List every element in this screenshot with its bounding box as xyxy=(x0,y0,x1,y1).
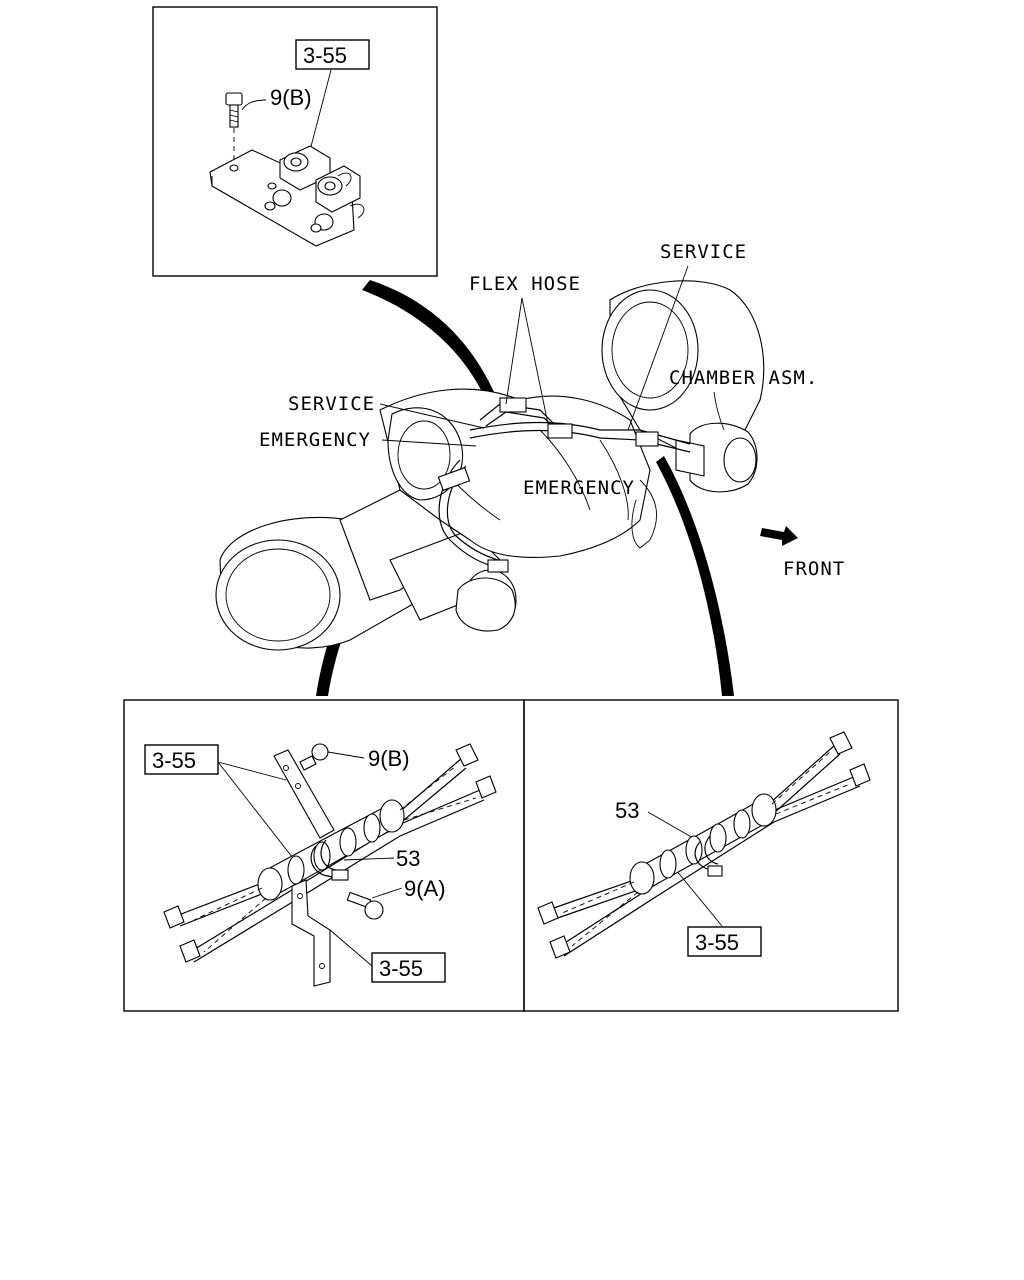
bl-clip-leader xyxy=(343,857,395,861)
inset-br-clip-label: 53 xyxy=(615,798,639,823)
label-emergency-left: EMERGENCY xyxy=(259,429,371,451)
bl-clip-53-icon[interactable] xyxy=(310,839,349,881)
service-left-leader xyxy=(379,403,485,429)
inset-top-ref-label: 3-55 xyxy=(303,43,347,68)
inset-bl-clip-label: 53 xyxy=(396,846,420,871)
bl-lower-bracket-icon[interactable] xyxy=(291,879,331,987)
inset-bl-ref-bottom-box[interactable] xyxy=(371,952,446,983)
bl-hose-assembly-icon[interactable] xyxy=(163,743,497,963)
inset-bottom-right-pointer xyxy=(656,456,734,696)
inset-bottom-right: 53 3-55 xyxy=(523,699,899,1012)
inset-bottom-right-frame xyxy=(523,699,899,1012)
inset-bl-ref-top-box[interactable] xyxy=(144,744,219,775)
inset-top-ref-box[interactable] xyxy=(295,39,370,70)
chamber-leader xyxy=(713,391,725,431)
inset-top-ref-leader xyxy=(307,69,332,159)
label-front: FRONT xyxy=(783,558,845,580)
br-ref-leader xyxy=(675,869,723,927)
bl-bolt-9a-icon[interactable] xyxy=(346,891,384,920)
inset-bottom-left: 3-55 9(B) 53 9(A) 3-55 xyxy=(123,699,525,1012)
label-service-top: SERVICE xyxy=(660,241,747,263)
inset-br-ref-label: 3-55 xyxy=(695,930,739,955)
inset-bl-ref-bottom-label: 3-55 xyxy=(379,956,423,981)
label-emergency-center: EMERGENCY xyxy=(523,477,635,499)
bl-upper-bracket-icon[interactable] xyxy=(273,749,335,839)
bl-bolt-bottom-leader xyxy=(371,887,403,899)
inset-top: 3-55 9(B) xyxy=(152,6,438,277)
inset-bl-bolt-bottom-label: 9(A) xyxy=(404,876,446,901)
br-hose-assembly-icon[interactable] xyxy=(537,731,871,959)
service-top-leader xyxy=(627,265,689,431)
bl-ref-top-leader-2 xyxy=(217,761,297,863)
inset-top-bolt-label: 9(B) xyxy=(270,85,312,110)
label-service-left: SERVICE xyxy=(288,393,375,415)
bl-bolt-top-leader xyxy=(327,751,365,759)
inset-top-frame xyxy=(152,6,438,277)
rear-axle-assembly xyxy=(215,280,765,651)
label-chamber-asm: CHAMBER ASM. xyxy=(669,367,818,389)
front-arrow-icon xyxy=(760,526,798,546)
inset-bl-bolt-top-label: 9(B) xyxy=(368,746,410,771)
inset-bottom-left-pointer xyxy=(316,480,432,696)
flex-hose-leader-1 xyxy=(505,297,523,405)
label-flex-hose: FLEX HOSE xyxy=(469,273,581,295)
bl-ref-top-leader-1 xyxy=(217,761,287,781)
emergency-left-leader xyxy=(381,439,477,447)
bl-ref-bottom-leader xyxy=(329,929,373,967)
inset-bl-ref-top-label: 3-55 xyxy=(152,748,196,773)
bolt-9b-icon[interactable] xyxy=(225,92,243,165)
relay-valve-assembly-icon[interactable] xyxy=(209,145,365,247)
inset-top-bolt-leader xyxy=(241,99,267,111)
bl-bolt-9b-icon[interactable] xyxy=(299,743,329,771)
br-clip-53-icon[interactable] xyxy=(694,835,723,877)
inset-top-pointer xyxy=(362,280,494,396)
flex-hose-leader-2 xyxy=(521,297,549,425)
inset-br-ref-box[interactable] xyxy=(687,926,762,957)
